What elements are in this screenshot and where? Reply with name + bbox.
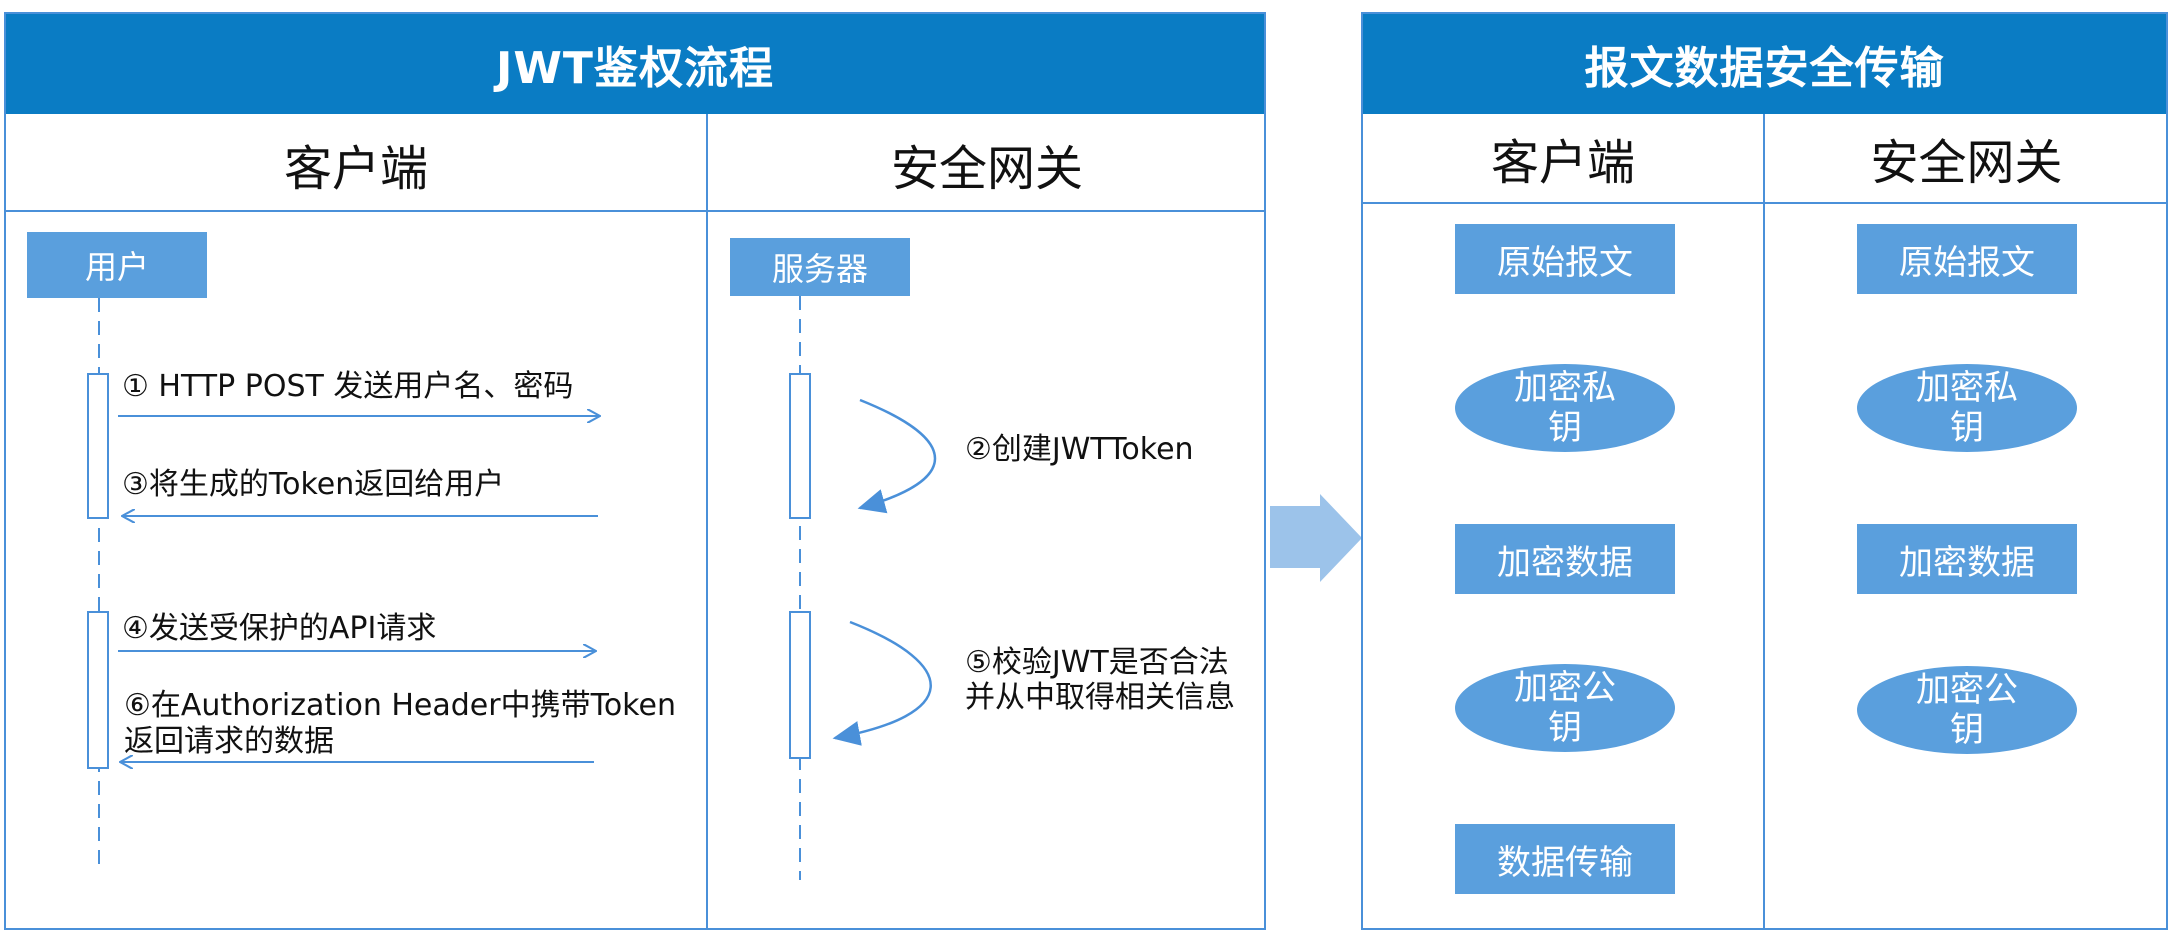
step6-label-line1: ⑥在Authorization Header中携带Token xyxy=(124,688,676,723)
transfer-column-divider xyxy=(1763,114,1765,928)
client-public-key: 加密公钥 xyxy=(1455,664,1675,752)
gateway-public-key: 加密公钥 xyxy=(1857,666,2077,754)
gateway-encrypt-data: 加密数据 xyxy=(1857,524,2077,594)
gateway-raw-message: 原始报文 xyxy=(1857,224,2077,294)
msg2-self-arrow xyxy=(857,398,937,514)
jwt-col-gateway: 安全网关 xyxy=(890,141,1083,197)
client-data-transfer: 数据传输 xyxy=(1455,824,1675,894)
jwt-header-divider xyxy=(6,210,1264,212)
jwt-panel-title: JWT鉴权流程 xyxy=(6,14,1264,114)
client-encrypt-data: 加密数据 xyxy=(1455,524,1675,594)
step5-label-line2: 并从中取得相关信息 xyxy=(965,680,1235,715)
client-public-key-l1: 加密公 xyxy=(1514,668,1616,708)
step1-label: ① HTTP POST 发送用户名、密码 xyxy=(122,369,574,404)
gateway-public-key-l1: 加密公 xyxy=(1916,670,2018,710)
transfer-col-client: 客户端 xyxy=(1490,135,1635,191)
step2-label: ②创建JWTToken xyxy=(965,432,1194,467)
user-activation-2 xyxy=(87,611,109,769)
gateway-private-key-l1: 加密私 xyxy=(1916,368,2018,408)
jwt-col-client: 客户端 xyxy=(283,141,428,197)
server-activation-1 xyxy=(789,373,811,519)
gateway-private-key-l2: 钥 xyxy=(1950,408,1984,448)
step3-label: ③将生成的Token返回给用户 xyxy=(122,467,505,502)
client-raw-message: 原始报文 xyxy=(1455,224,1675,294)
transfer-col-gateway: 安全网关 xyxy=(1870,135,2063,191)
actor-server: 服务器 xyxy=(730,238,910,296)
client-private-key-l2: 钥 xyxy=(1548,408,1582,448)
transfer-panel: 报文数据安全传输 客户端 安全网关 xyxy=(1361,12,2168,930)
step4-label: ④发送受保护的API请求 xyxy=(122,611,437,646)
msg5-self-arrow xyxy=(832,620,932,746)
gateway-private-key: 加密私钥 xyxy=(1857,364,2077,452)
jwt-column-divider xyxy=(706,114,708,928)
client-public-key-l2: 钥 xyxy=(1548,708,1582,748)
actor-user: 用户 xyxy=(27,232,207,298)
user-activation-1 xyxy=(87,373,109,519)
step5-label-line1: ⑤校验JWT是否合法 xyxy=(965,645,1229,680)
client-private-key: 加密私钥 xyxy=(1455,364,1675,452)
client-private-key-l1: 加密私 xyxy=(1514,368,1616,408)
transfer-panel-title: 报文数据安全传输 xyxy=(1363,14,2166,114)
gateway-public-key-l2: 钥 xyxy=(1950,710,1984,750)
panel-transition-arrow xyxy=(1270,494,1362,582)
jwt-panel: JWT鉴权流程 客户端 安全网关 xyxy=(4,12,1266,930)
step6-label-line2: 返回请求的数据 xyxy=(124,724,334,759)
server-activation-2 xyxy=(789,611,811,759)
